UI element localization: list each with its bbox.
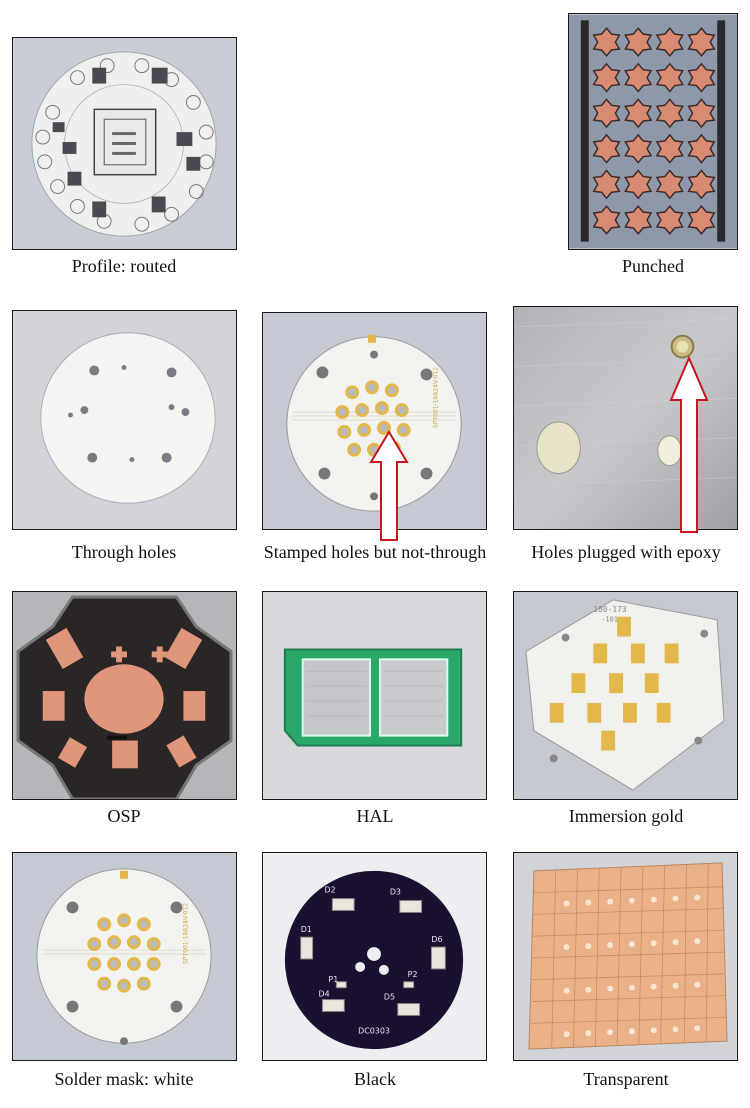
- photo-punched: [568, 13, 738, 250]
- stamped-board-image: SP7001-18A24V-012: [263, 313, 486, 529]
- transparent-mask-board-image: [514, 853, 737, 1060]
- black-date-code: DC0303: [358, 1026, 390, 1035]
- photo-hal: [262, 591, 487, 800]
- routed-board-image: [13, 38, 236, 249]
- black-ref-d4: D4: [319, 990, 330, 999]
- osp-board-image: [13, 592, 236, 799]
- black-ref-p1: P1: [328, 975, 338, 984]
- caption-transparent-mask: Transparent: [583, 1069, 669, 1089]
- black-ref-d6: D6: [431, 935, 442, 944]
- black-ref-d1: D1: [301, 925, 312, 934]
- photo-profile-routed: [12, 37, 237, 250]
- punched-boards-image: [569, 14, 737, 249]
- caption-osp: OSP: [107, 806, 141, 826]
- caption-white-mask: Solder mask: white: [54, 1069, 194, 1089]
- photo-transparent-mask: [513, 852, 738, 1061]
- hal-board-image: [263, 592, 486, 799]
- caption-stamped-holes: Stamped holes but not-through: [263, 542, 487, 562]
- caption-plugged-holes: Holes plugged with epoxy: [531, 542, 721, 562]
- caption-hal: HAL: [356, 806, 394, 826]
- black-ref-d5: D5: [384, 993, 395, 1002]
- photo-stamped-holes: SP7001-18A24V-012: [262, 312, 487, 530]
- immersion-gold-board-image: 180-173 -101: [514, 592, 737, 799]
- photo-plugged-holes: [513, 306, 738, 530]
- black-ref-p2: P2: [408, 970, 418, 979]
- photo-immersion-gold: 180-173 -101: [513, 591, 738, 800]
- black-ref-d2: D2: [324, 886, 335, 895]
- caption-immersion-gold: Immersion gold: [568, 806, 684, 826]
- caption-profile-routed: Profile: routed: [71, 256, 177, 276]
- caption-punched: Punched: [622, 256, 684, 276]
- gold-revision: -101: [601, 616, 618, 624]
- black-ref-d3: D3: [390, 888, 401, 897]
- stamped-part-number: SP7001-18A24V-012: [432, 367, 439, 428]
- white-mask-part-number: SP7001-18A24V-012: [182, 903, 189, 964]
- plugged-holes-image: [514, 307, 737, 529]
- black-mask-board-image: D2 D3 D1 D6 P1 P2 D4 D5 DC0303: [263, 853, 486, 1060]
- photo-through-holes: [12, 310, 237, 530]
- photo-black-mask: D2 D3 D1 D6 P1 P2 D4 D5 DC0303: [262, 852, 487, 1061]
- caption-black-mask: Black: [354, 1069, 396, 1089]
- photo-white-mask: SP7001-18A24V-012: [12, 852, 237, 1061]
- photo-osp: [12, 591, 237, 800]
- through-holes-board-image: [13, 311, 236, 529]
- gold-part-number: 180-173: [593, 605, 627, 614]
- caption-through-holes: Through holes: [71, 542, 177, 562]
- white-mask-board-image: SP7001-18A24V-012: [13, 853, 236, 1060]
